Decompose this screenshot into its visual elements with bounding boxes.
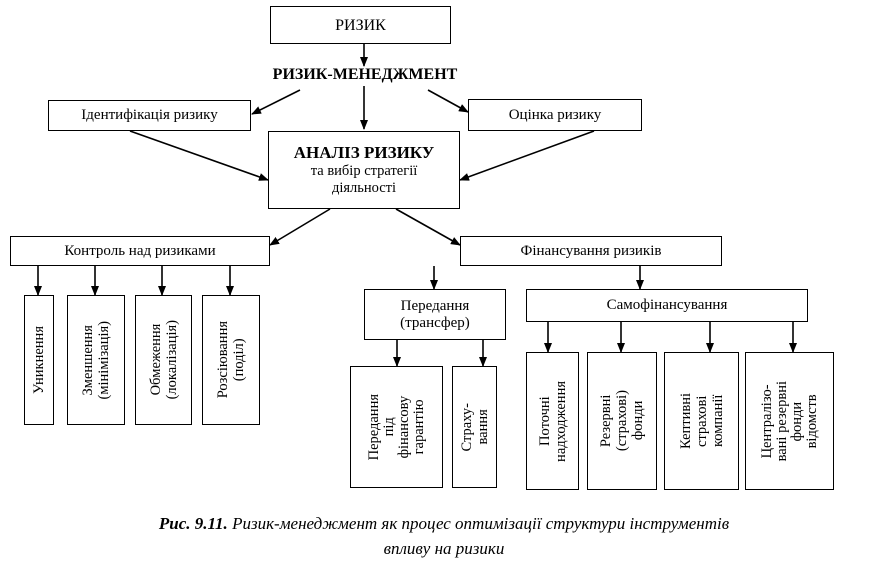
current-receipts-box: Поточні надходження [526,352,579,490]
reduction-box: Зменшення (мінімізація) [67,295,125,425]
captive-insurers-box: Кептивні страхові компанії [664,352,739,490]
reserve-funds-box: Резервні (страхові) фонди [587,352,657,490]
figure-number: Рис. 9.11. [158,514,228,533]
risk-identification-label: Ідентифікація ризику [81,107,218,123]
transfer-label: Передання (трансфер) [400,297,470,331]
reserve-funds-label: Резервні (страхові) фонди [598,390,646,452]
figure-caption-line1: Ризик-менеджмент як процес оптимізації с… [232,514,730,533]
dispersion-box: Розсіювання (поділ) [202,295,260,425]
risk-control-box: Контроль над ризиками [10,236,270,266]
centralized-reserves-label: Централізо- вані резервні фонди відомств [758,380,820,462]
reduction-label: Зменшення (мінімізація) [80,320,112,400]
financial-guarantee-box: Передання під фінансову гарантію [350,366,443,488]
transfer-box: Передання (трансфер) [364,289,506,340]
risk-financing-box: Фінансування ризиків [460,236,722,266]
current-receipts-label: Поточні надходження [536,380,569,462]
risk-analysis-subtitle: та вибір стратегії діяльності [310,163,418,196]
risk-assessment-box: Оцінка ризику [468,99,642,131]
risk-box: РИЗИК [270,6,451,44]
insurance-box: Страху- вання [452,366,497,488]
centralized-reserves-box: Централізо- вані резервні фонди відомств [745,352,834,490]
risk-financing-label: Фінансування ризиків [520,242,662,259]
risk-analysis-title: АНАЛІЗ РИЗИКУ [293,143,435,162]
figure-caption: Рис. 9.11. Ризик-менеджмент як процес оп… [0,512,888,536]
dispersion-label: Розсіювання (поділ) [215,321,247,399]
limitation-label: Обмеження (локалізація) [147,320,180,400]
self-financing-label: Самофінансування [606,297,728,313]
risk-analysis-box: АНАЛІЗ РИЗИКУ та вибір стратегії діяльно… [268,131,460,209]
financial-guarantee-label: Передання під фінансову гарантію [365,393,427,461]
captive-insurers-label: Кептивні страхові компанії [677,392,726,450]
figure-caption-line2-wrap: впливу на ризики [0,537,888,561]
limitation-box: Обмеження (локалізація) [135,295,192,425]
figure-caption-line2: впливу на ризики [383,539,505,558]
self-financing-box: Самофінансування [526,289,808,322]
risk-management-label: РИЗИК-МЕНЕДЖМЕНТ [272,66,458,83]
insurance-label: Страху- вання [458,402,491,452]
risk-assessment-label: Оцінка ризику [508,106,602,123]
avoidance-box: Уникнення [24,295,54,425]
risk-identification-box: Ідентифікація ризику [48,100,251,131]
risk-label: РИЗИК [335,16,386,34]
avoidance-label: Уникнення [31,326,47,394]
risk-control-label: Контроль над ризиками [64,242,216,259]
